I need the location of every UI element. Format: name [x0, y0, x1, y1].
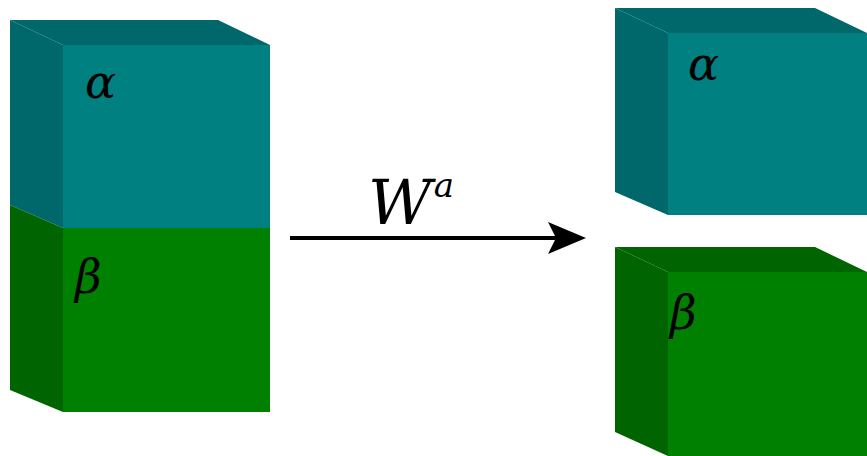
- phase-label: β: [670, 290, 697, 336]
- cube-side: [615, 8, 668, 215]
- cube-face: β: [63, 228, 270, 412]
- phase-label: α: [688, 41, 719, 87]
- phase-label: β: [75, 254, 102, 300]
- cube-face: β: [668, 272, 867, 456]
- arrow-line: [290, 236, 560, 240]
- superscript: a: [434, 168, 454, 202]
- operator-symbol: W: [368, 172, 432, 234]
- cube-side: [10, 20, 63, 228]
- cube-face: α: [63, 45, 270, 228]
- cube-face: α: [668, 33, 867, 215]
- cube-side: [615, 247, 668, 456]
- cube-side: [10, 205, 63, 412]
- arrow-head: [548, 222, 586, 254]
- phase-label: α: [85, 59, 116, 105]
